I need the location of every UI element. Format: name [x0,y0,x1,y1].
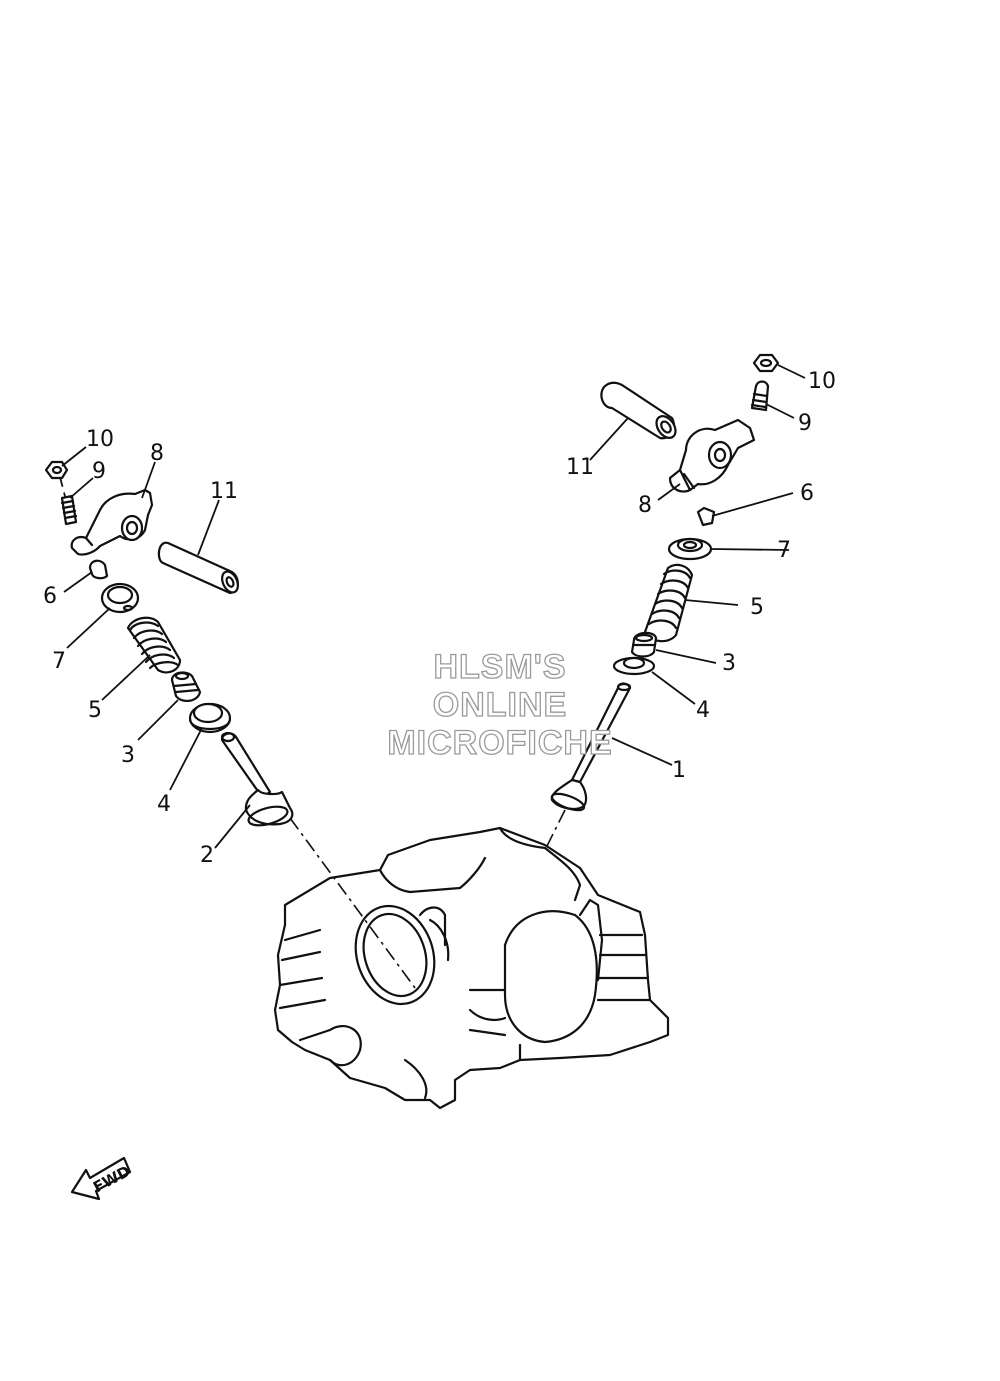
right-adjuster-screw-9 [750,380,770,412]
callout-right-6: 6 [800,481,814,506]
watermark: HLSM'S ONLINE MICROFICHE [387,647,613,762]
callout-right-1: 1 [672,758,686,783]
centerlines [59,476,566,993]
left-retainer-7 [100,582,140,614]
callout-right-4: 4 [696,698,710,723]
right-cotter-6 [696,506,716,527]
right-stem-seal-3 [630,631,658,658]
callout-left-2: 2 [200,843,214,868]
callout-right-3: 3 [722,651,736,676]
right-rocker-arm-8 [668,418,756,493]
callout-right-8: 8 [638,493,652,518]
leader-lines [61,364,806,849]
callout-left-6: 6 [43,584,57,609]
watermark-line-1: HLSM'S [433,648,566,686]
left-adjuster-screw-9 [60,494,78,526]
right-retainer-7 [667,537,713,561]
right-spring-seat-4 [612,656,656,676]
callout-left-3: 3 [121,743,135,768]
callout-right-5: 5 [750,595,764,620]
right-rocker-shaft-11 [600,381,677,440]
cylinder-head [273,826,670,1110]
fwd-arrow-icon: FWD [70,1156,133,1201]
right-valve-1 [550,682,632,812]
left-spring-seat-4 [188,702,232,734]
left-spring-5 [126,616,182,674]
callout-left-7: 7 [52,649,66,674]
callouts-left: 10 9 8 11 6 7 5 3 4 2 [43,427,238,868]
right-nut-10 [752,353,780,373]
left-valve-2 [220,731,294,827]
left-rocker-arm-8 [70,488,154,556]
callout-left-11: 11 [210,479,238,504]
callouts-right: 10 9 11 8 6 7 5 3 4 1 [566,369,836,783]
callout-left-8: 8 [150,441,164,466]
left-stem-seal-3 [170,671,202,702]
left-nut-10 [44,460,69,480]
left-valve-train [44,460,294,827]
left-rocker-shaft-11 [157,541,239,595]
callout-right-9: 9 [798,411,812,436]
right-valve-train [550,353,780,812]
callout-left-10: 10 [86,427,114,452]
watermark-line-2: ONLINE [433,686,567,724]
callout-right-7: 7 [777,538,791,563]
callout-left-5: 5 [88,698,102,723]
right-spring-5 [643,563,694,643]
callout-right-11: 11 [566,455,594,480]
callout-right-10: 10 [808,369,836,394]
callout-left-4: 4 [157,792,171,817]
watermark-line-3: MICROFICHE [387,724,612,762]
callout-left-9: 9 [92,459,106,484]
left-cotter-6 [88,559,109,580]
